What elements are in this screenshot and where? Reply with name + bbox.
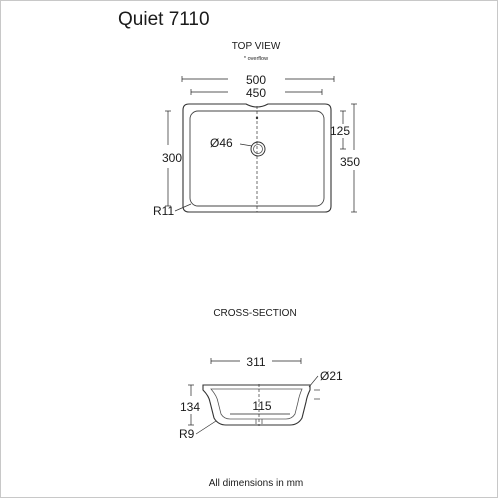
basin-outer-outline (182, 103, 332, 213)
inner-depth-dimension (165, 110, 171, 207)
top-width-dimension (210, 358, 302, 364)
overflow-offset-label: 125 (330, 124, 350, 138)
top-view-heading: TOP VIEW (232, 41, 281, 52)
cross-section-heading: CROSS-SECTION (213, 308, 296, 319)
outer-width-label: 500 (246, 73, 266, 87)
inner-width-dimension (190, 89, 323, 95)
section-inner-outline (210, 388, 303, 420)
overflow-note: * overflow (244, 56, 268, 62)
inner-width-label: 450 (246, 86, 266, 100)
overflow-hole-leader (308, 375, 319, 388)
inner-depth-label: 300 (162, 151, 182, 165)
height-label: 134 (180, 400, 200, 414)
outer-depth-label: 350 (340, 155, 360, 169)
outer-width-dimension (181, 76, 335, 82)
section-outer-outline (202, 384, 311, 426)
section-corner-radius-label: R9 (179, 427, 195, 441)
top-corner-leader (174, 203, 192, 212)
overflow-offset-dimension (340, 110, 346, 150)
drain-outer-ring (250, 141, 266, 157)
overflow-hole-label: Ø21 (320, 369, 343, 383)
drain-diameter-label: Ø46 (210, 136, 233, 150)
drain-leader (239, 143, 253, 147)
units-note: All dimensions in mm (209, 478, 303, 489)
bottom-width-label: 115 (252, 399, 271, 413)
section-drain (255, 419, 263, 424)
product-title: Quiet 7110 (118, 9, 210, 30)
overflow-marker (255, 116, 259, 120)
top-corner-radius-label: R11 (153, 204, 174, 218)
drain-inner-ring (253, 144, 263, 154)
section-corner-leader (195, 420, 217, 435)
outer-depth-dimension (351, 103, 357, 213)
height-dimension (188, 384, 194, 426)
top-width-label: 311 (246, 355, 265, 369)
